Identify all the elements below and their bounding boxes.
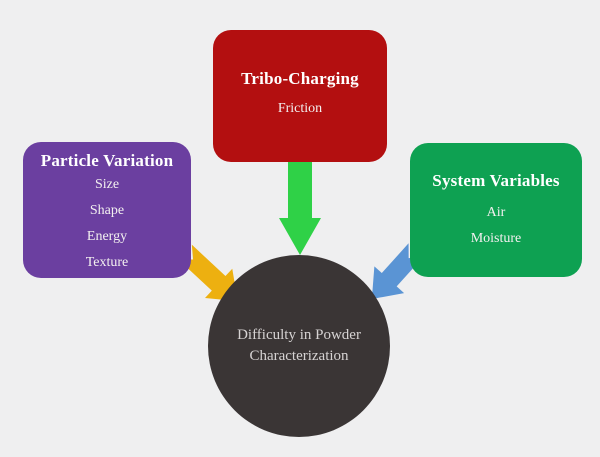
list-item: Air (486, 205, 506, 220)
system-variables-box: System Variables Air Moisture (410, 143, 582, 277)
blue-diagonal-arrow-shape (371, 243, 424, 300)
list-item: Friction (277, 101, 323, 116)
list-item: Texture (85, 255, 129, 270)
green-down-arrow-shape (279, 160, 321, 255)
tribo-charging-box: Tribo-Charging Friction (213, 30, 387, 162)
particle-variation-items: Size Shape Energy Texture (23, 172, 191, 276)
list-item: Moisture (470, 231, 522, 246)
list-item: Energy (86, 229, 128, 244)
blue-diagonal-arrow-icon (371, 243, 424, 300)
tribo-charging-items: Friction (213, 96, 387, 122)
tribo-charging-title: Tribo-Charging (241, 69, 359, 88)
green-down-arrow-icon (279, 160, 321, 255)
yellow-diagonal-arrow-icon (178, 244, 238, 302)
list-item: Shape (89, 203, 125, 218)
center-circle-label-line2: Characterization (249, 348, 349, 364)
center-circle: Difficulty in Powder Characterization (208, 255, 390, 437)
system-variables-items: Air Moisture (410, 200, 582, 252)
particle-variation-title: Particle Variation (40, 151, 174, 170)
system-variables-title: System Variables (432, 171, 560, 190)
center-circle-label-line1: Difficulty in Powder (237, 327, 361, 343)
particle-variation-box: Particle Variation Size Shape Energy Tex… (23, 142, 191, 278)
yellow-diagonal-arrow-shape (178, 244, 238, 302)
list-item: Size (94, 177, 120, 192)
